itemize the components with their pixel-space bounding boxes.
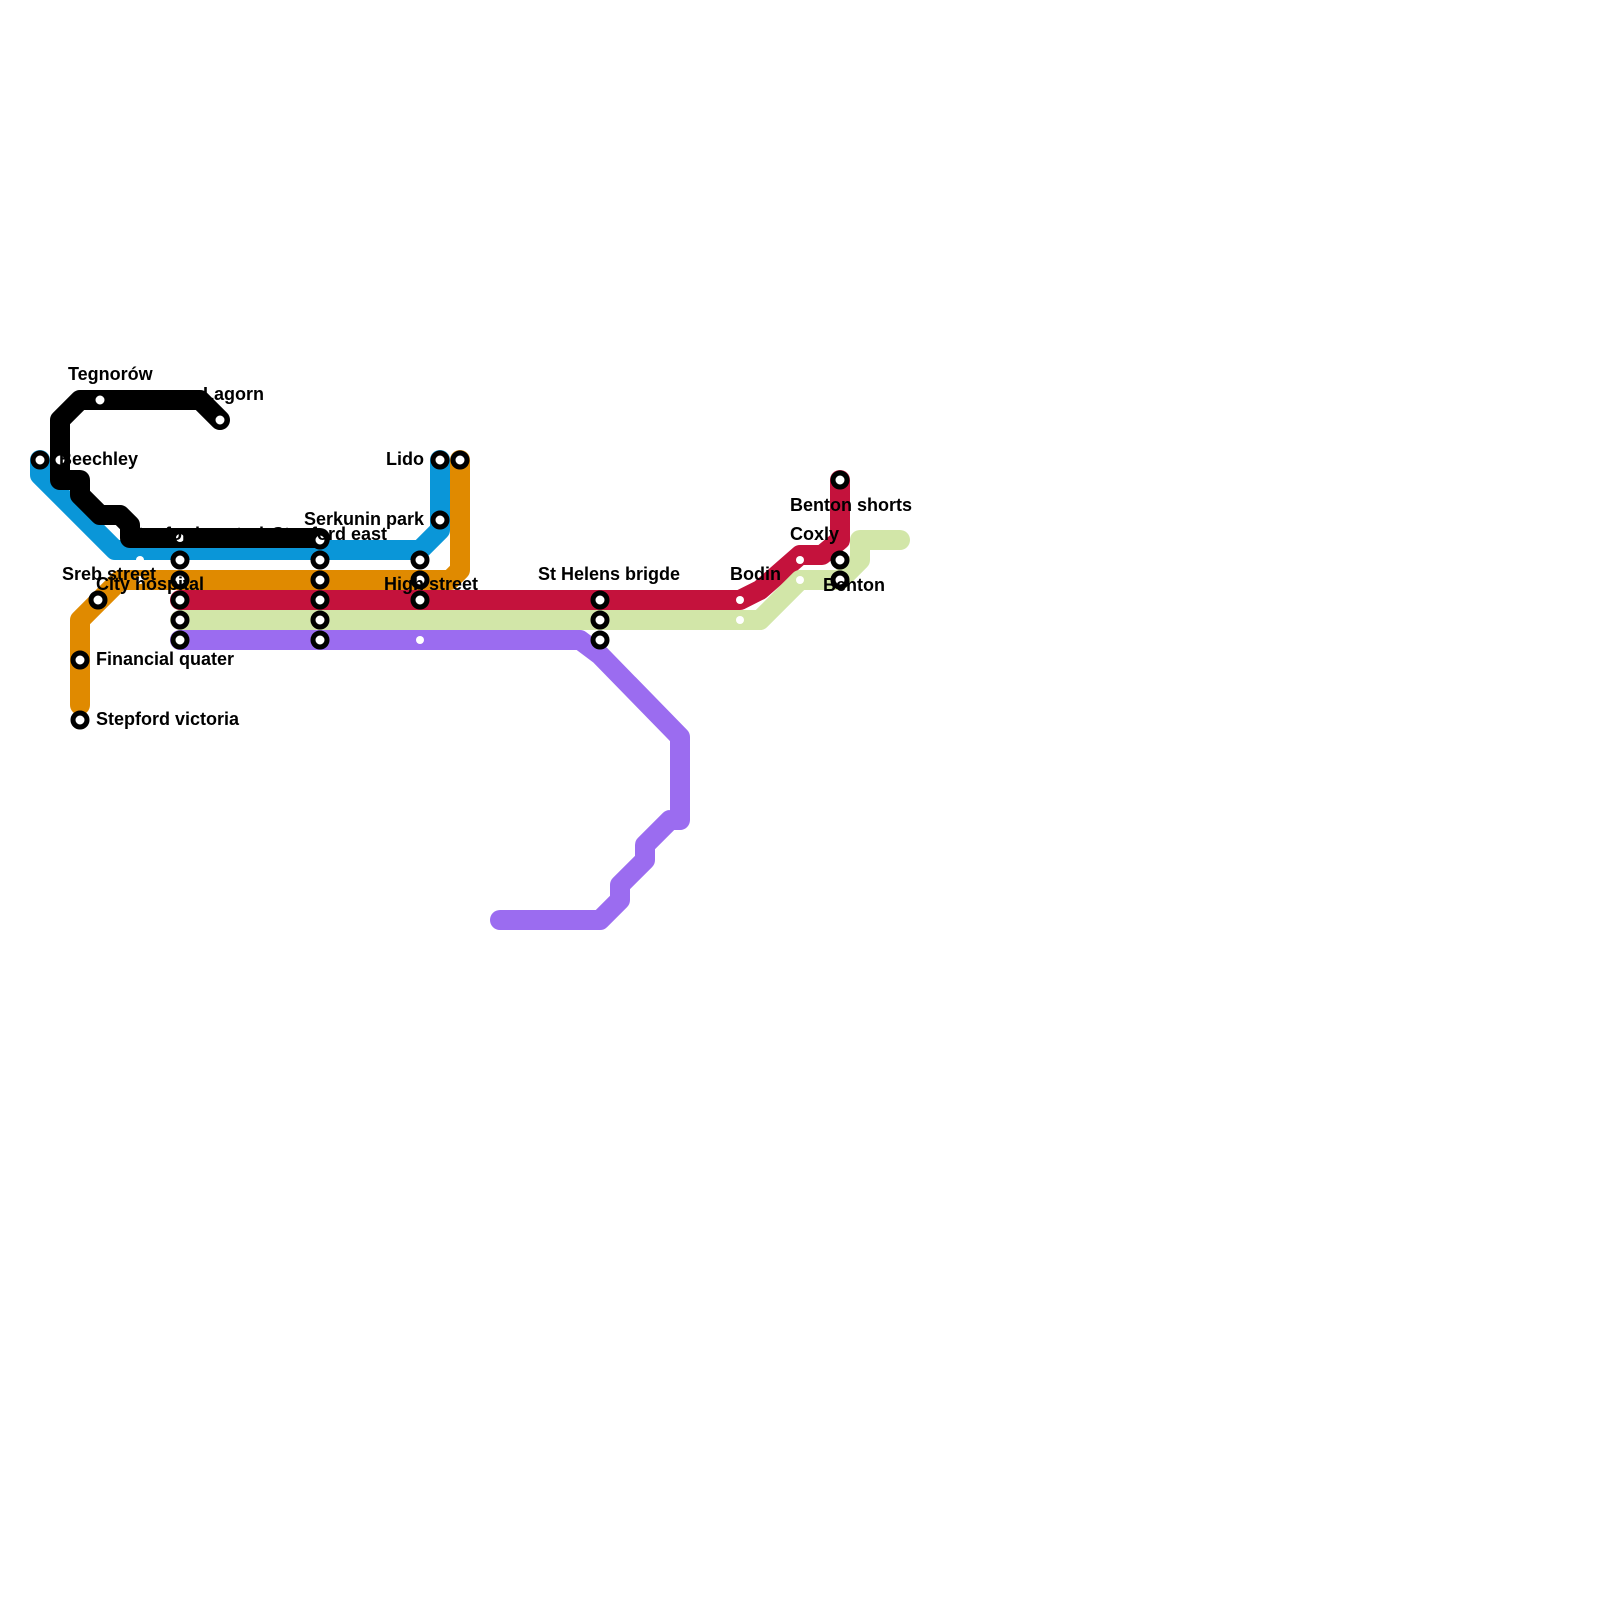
label-lido: Lido: [386, 449, 424, 469]
label-stepford-victoria: Stepford victoria: [96, 709, 240, 729]
minor-stop: [796, 556, 804, 564]
label-lagorn: Lagorn: [203, 384, 264, 404]
label-benton: Benton: [823, 575, 885, 595]
station-stepford-central[interactable]: [170, 610, 190, 630]
label-benton-shorts: Benton shorts: [790, 495, 912, 515]
label-sreb-street: Sreb street: [62, 564, 156, 584]
label-tegnorow: Tegnorów: [68, 364, 154, 384]
station-tegnorow[interactable]: [90, 390, 110, 410]
station-stepford-east[interactable]: [310, 550, 330, 570]
label-financial-quater: Financial quater: [96, 649, 234, 669]
minor-stop: [176, 534, 184, 542]
station-serkunin-park[interactable]: [430, 510, 450, 530]
black-line: [50, 390, 330, 548]
station-high-street[interactable]: [410, 550, 430, 570]
station-stepford-central[interactable]: [170, 550, 190, 570]
station-st-helens-bridge[interactable]: [590, 610, 610, 630]
station-financial-quater[interactable]: [70, 650, 90, 670]
station-stepford-east[interactable]: [310, 590, 330, 610]
station-lido[interactable]: [430, 450, 450, 470]
label-beechley: Beechley: [59, 449, 138, 469]
station-lido-orange[interactable]: [450, 450, 470, 470]
station-stepford-central[interactable]: [170, 570, 190, 590]
station-stepford-east[interactable]: [310, 530, 330, 550]
station-benton[interactable]: [830, 570, 850, 590]
station-benton-shorts[interactable]: [830, 470, 850, 490]
purple-line: [170, 630, 690, 930]
orange-line: [70, 450, 470, 715]
station-stepford-central[interactable]: [170, 590, 190, 610]
label-coxly: Coxly: [790, 524, 839, 544]
minor-stop: [416, 636, 424, 644]
stations: [30, 390, 850, 730]
station-high-street[interactable]: [410, 590, 430, 610]
station-stepford-east[interactable]: [310, 570, 330, 590]
station-labels: Tegnorów Lagorn Beechley Lido Serkunin p…: [59, 364, 912, 729]
minor-stop: [736, 616, 744, 624]
station-lagorn[interactable]: [210, 410, 230, 430]
label-stepford-east: Stepford east: [272, 524, 387, 544]
minor-stop: [136, 556, 144, 564]
minor-stop: [136, 576, 144, 584]
label-serkunin-park: Serkunin park: [304, 509, 425, 529]
station-beechley[interactable]: [50, 450, 70, 470]
station-stepford-east[interactable]: [310, 610, 330, 630]
minor-stop: [736, 596, 744, 604]
station-beechley-west[interactable]: [30, 450, 50, 470]
label-city-hospital: City hospital: [96, 574, 204, 594]
minor-stops: [136, 534, 804, 644]
station-stepford-victoria[interactable]: [70, 710, 90, 730]
label-high-street: High street: [384, 574, 478, 594]
label-bodin: Bodin: [730, 564, 781, 584]
label-stepford-central: Stepford central: [126, 524, 264, 544]
station-st-helens-bridge[interactable]: [590, 630, 610, 650]
station-stepford-central[interactable]: [170, 630, 190, 650]
station-sreb-street[interactable]: [88, 590, 108, 610]
station-st-helens-bridge[interactable]: [590, 590, 610, 610]
minor-stop: [796, 576, 804, 584]
label-st-helens-bridge: St Helens brigde: [538, 564, 680, 584]
station-high-street[interactable]: [410, 570, 430, 590]
station-stepford-east[interactable]: [310, 630, 330, 650]
station-coxly[interactable]: [830, 550, 850, 570]
